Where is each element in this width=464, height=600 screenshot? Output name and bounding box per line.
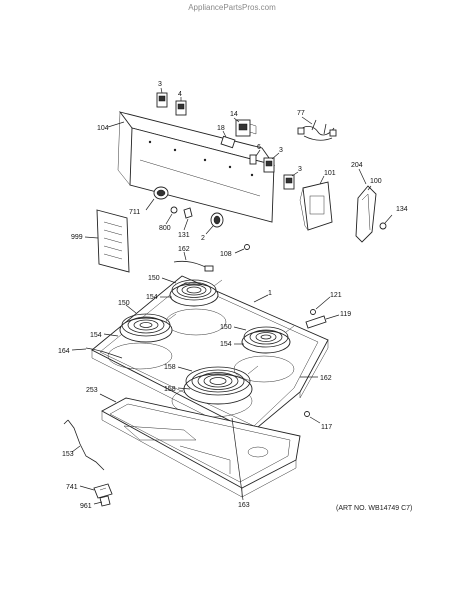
label-158-a: 158 (164, 364, 176, 371)
wire-153 (63, 419, 105, 471)
clip-6 (249, 154, 257, 165)
oven-switch-14 (235, 119, 257, 137)
surface-element-large-front (183, 365, 259, 405)
label-800: 800 (159, 225, 171, 232)
terminal-block-741 (93, 483, 113, 499)
label-1: 1 (268, 290, 272, 297)
label-741: 741 (66, 484, 78, 491)
label-162-bottom: 162 (320, 375, 332, 382)
wire-harness-77 (297, 119, 337, 141)
infinite-switch-4 (175, 100, 187, 116)
label-164: 164 (58, 348, 70, 355)
part-131 (183, 207, 193, 219)
surface-element-back-left (169, 279, 223, 307)
watermark-text: AppliancePartsPros.com (188, 3, 276, 12)
knob-711 (153, 186, 169, 200)
label-253: 253 (86, 387, 98, 394)
bracket-101 (299, 181, 333, 231)
label-6: 6 (257, 144, 261, 151)
label-150-b: 150 (118, 300, 130, 307)
backsplash-panel (117, 111, 276, 223)
label-163: 163 (238, 502, 250, 509)
label-3-mid: 3 (279, 147, 283, 154)
infinite-switch-3-mid (263, 157, 275, 173)
bracket-119 (305, 315, 327, 329)
label-117: 117 (321, 424, 332, 431)
label-18: 18 (217, 125, 225, 132)
lower-tray-253 (101, 397, 301, 498)
surface-element-back-right (241, 325, 295, 354)
label-204: 204 (351, 162, 363, 169)
label-14: 14 (230, 111, 238, 118)
label-150-a: 150 (148, 275, 160, 282)
label-162-top: 162 (178, 246, 190, 253)
label-100: 100 (370, 178, 382, 185)
label-121: 121 (330, 292, 342, 299)
label-4: 4 (178, 91, 182, 98)
side-trim-100 (355, 185, 377, 243)
label-3-right: 3 (298, 166, 302, 173)
label-999: 999 (71, 234, 83, 241)
label-153: 153 (62, 451, 74, 458)
screw-117 (304, 411, 310, 417)
label-2: 2 (201, 235, 205, 242)
label-101: 101 (324, 170, 336, 177)
label-711: 711 (129, 209, 140, 216)
label-961: 961 (80, 503, 92, 510)
label-154-a: 154 (146, 294, 158, 301)
label-150-c: 150 (220, 324, 232, 331)
callout-labels: 3 4 104 14 18 6 3 3 77 204 101 100 134 7… (58, 81, 408, 510)
owner-manual-999 (96, 209, 130, 273)
infinite-switch-3-right (283, 174, 295, 190)
bracket-961 (99, 495, 111, 507)
wire-164 (85, 347, 123, 359)
label-77: 77 (297, 110, 305, 117)
label-154-c: 154 (220, 341, 232, 348)
part-800 (170, 206, 178, 214)
label-3-top: 3 (158, 81, 162, 88)
art-number: (ART NO. WB14749 C7) (336, 505, 412, 512)
label-134: 134 (396, 206, 408, 213)
label-158-b: 158 (164, 386, 176, 393)
label-119: 119 (340, 311, 351, 318)
indicator-light-18 (220, 135, 236, 149)
infinite-switch-3-top (156, 92, 168, 108)
knob-2 (210, 212, 224, 228)
surface-element-front-left (119, 313, 177, 343)
wire-162-top (173, 260, 214, 272)
label-131: 131 (178, 232, 190, 239)
screw-134 (379, 222, 387, 230)
label-108: 108 (220, 251, 232, 258)
label-104: 104 (97, 125, 109, 132)
part-121 (310, 309, 316, 315)
part-108 (244, 244, 250, 250)
label-154-b: 154 (90, 332, 102, 339)
